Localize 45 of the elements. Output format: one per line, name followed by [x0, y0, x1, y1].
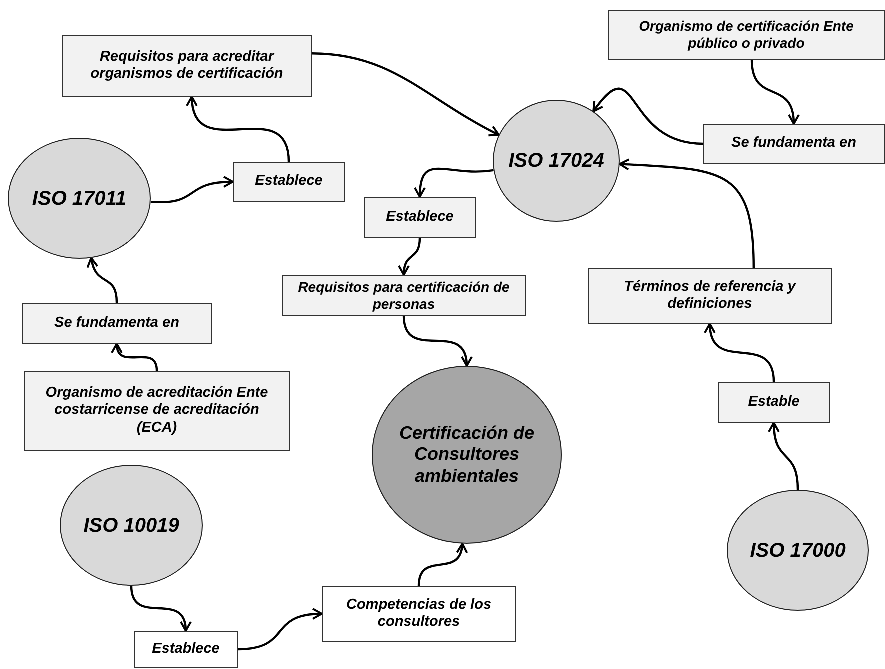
- node-text: Estable: [748, 394, 800, 412]
- text-box: [718, 382, 830, 423]
- curved-arrow: [187, 96, 290, 162]
- text-box: [364, 197, 476, 238]
- text-box: [322, 586, 516, 642]
- node-text: Requisitos para acreditar organismos de certificación: [90, 48, 284, 84]
- text-box: [703, 124, 885, 164]
- node-text: Términos de referencia y definiciones: [623, 278, 798, 314]
- curved-arrow: [402, 316, 472, 367]
- text-box: [24, 371, 290, 451]
- curved-arrow: [618, 158, 755, 268]
- curved-arrow: [768, 422, 800, 490]
- text-box: [608, 10, 885, 60]
- text-box: [22, 303, 212, 344]
- curved-arrow: [398, 238, 422, 276]
- text-box: [134, 631, 238, 668]
- curved-arrow: [414, 168, 494, 198]
- node-text: ISO 17000: [750, 538, 846, 562]
- curved-arrow: [592, 88, 704, 146]
- node-text: Se fundamenta en: [732, 135, 856, 153]
- node-text: Organismo de certificación Ente público o privado: [638, 18, 855, 52]
- node-text: Competencias de los consultores: [345, 596, 493, 632]
- text-box: [62, 35, 312, 97]
- node-text: Establece: [255, 173, 323, 191]
- node-text: Certificación de Consultores ambientales: [398, 422, 536, 488]
- text-box: [588, 268, 832, 324]
- curved-arrow: [705, 323, 776, 382]
- text-box: [282, 275, 526, 316]
- node-text: Requisitos para certificación de personas: [297, 278, 511, 312]
- curved-arrow: [312, 52, 500, 136]
- curved-arrow: [150, 176, 234, 204]
- curved-arrow: [130, 586, 191, 632]
- curved-arrow: [87, 257, 118, 304]
- node-text: Establece: [152, 640, 220, 658]
- curved-arrow: [418, 542, 468, 586]
- curved-arrow: [750, 60, 800, 125]
- node-text: ISO 17011: [32, 186, 127, 210]
- node-text: ISO 17024: [508, 149, 604, 173]
- curved-arrow: [112, 343, 158, 372]
- curved-arrow: [238, 608, 323, 651]
- node-text: Se fundamenta en: [54, 314, 180, 332]
- text-box: [233, 162, 345, 202]
- node-text: Establece: [386, 208, 454, 226]
- node-text: ISO 10019: [84, 514, 180, 538]
- node-text: Organismo de acreditación Ente costarricense de acreditación (ECA): [44, 384, 270, 438]
